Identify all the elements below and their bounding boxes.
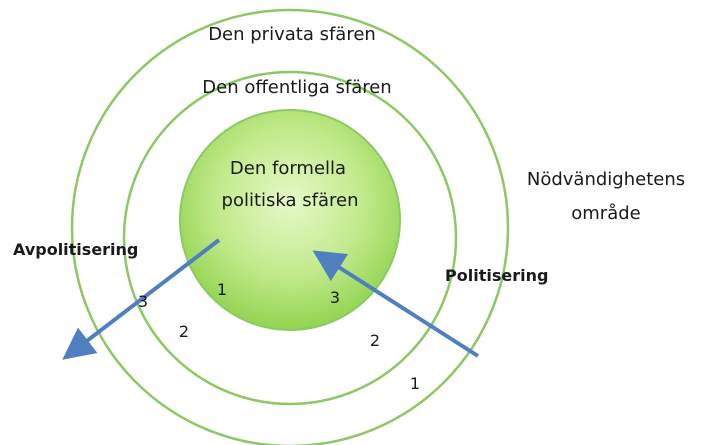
necessity-label-line2: område <box>571 203 640 224</box>
public-sphere-label: Den offentliga sfären <box>202 77 391 98</box>
depoliticization-arrow <box>62 238 221 360</box>
private-sphere-label: Den privata sfären <box>208 24 376 45</box>
number-right-outer: 1 <box>410 374 420 393</box>
formal-sphere-label-line1: Den formella <box>230 158 346 179</box>
politicization-label: Politisering <box>445 266 548 285</box>
number-right-middle: 2 <box>370 331 380 350</box>
private-sphere-ring <box>70 8 510 445</box>
politicization-arrow <box>312 250 480 358</box>
number-right-inner: 3 <box>330 288 340 307</box>
public-sphere-ring <box>122 70 458 406</box>
formal-sphere-label-line2: politiska sfären <box>222 190 359 211</box>
number-left-inner: 1 <box>217 280 227 299</box>
depoliticization-label: Avpolitisering <box>13 240 138 259</box>
number-left-middle: 2 <box>179 322 189 341</box>
formal-political-sphere <box>179 109 401 331</box>
necessity-label-line1: Nödvändighetens <box>527 169 685 190</box>
number-left-outer: 3 <box>138 292 148 311</box>
